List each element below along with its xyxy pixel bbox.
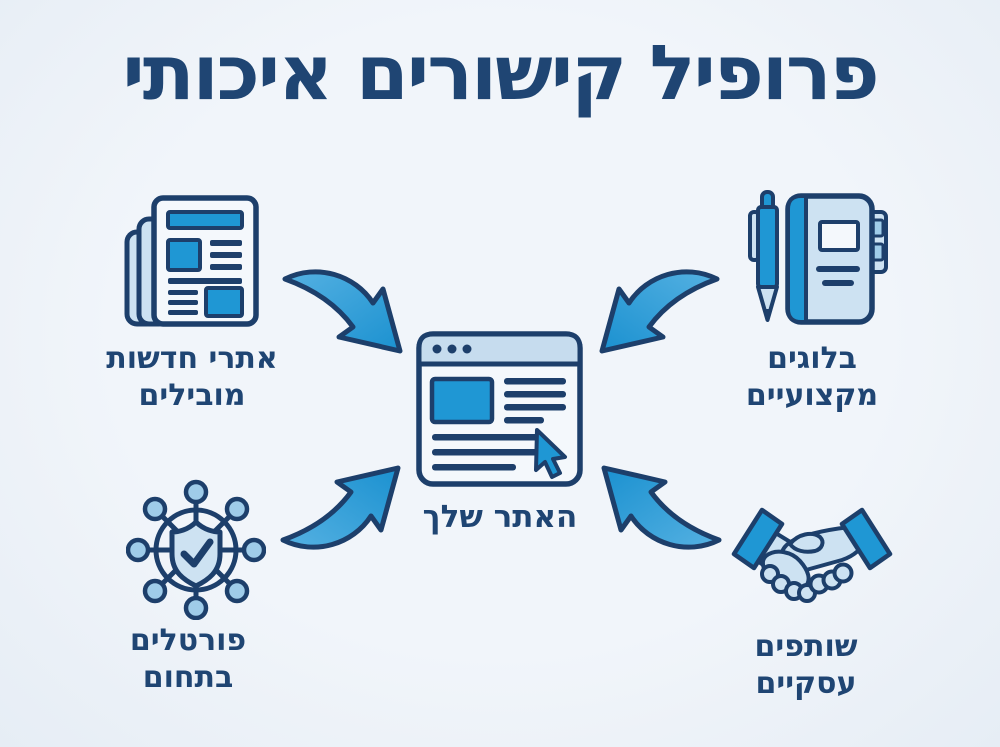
handshake-icon [726, 498, 898, 610]
label-business-partners: שותפים עסקיים [754, 629, 858, 701]
page-title: פרופיל קישורים איכותי [122, 28, 879, 117]
network-shield-icon [125, 478, 267, 621]
label-industry-portals: פורטלים בתחום [129, 623, 247, 695]
cursor-arrow-icon [534, 428, 567, 479]
shield-check-icon [169, 519, 223, 589]
label-news-sites: אתרי חדשות מובילים [106, 341, 278, 413]
arrow-top-left-icon [279, 263, 405, 355]
label-your-website: האתר שלך [422, 499, 578, 535]
notebook-pen-icon [732, 184, 894, 332]
arrow-bottom-right-icon [599, 464, 725, 556]
arrow-top-right-icon [597, 263, 723, 355]
browser-window-icon [416, 331, 583, 487]
newspaper-icon [112, 186, 264, 332]
label-professional-blogs: בלוגים מקצועיים [745, 341, 879, 413]
arrow-bottom-left-icon [277, 464, 403, 556]
right-cuff [839, 507, 893, 571]
left-cuff [731, 507, 785, 571]
